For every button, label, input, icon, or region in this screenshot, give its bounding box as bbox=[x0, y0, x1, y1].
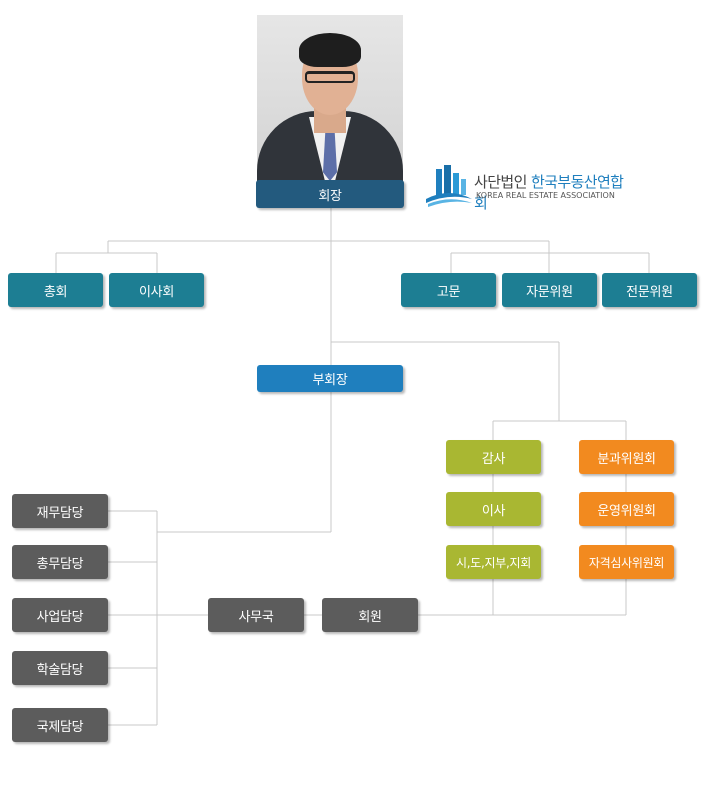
advisor-box: 고문 bbox=[401, 273, 496, 307]
director-box: 이사 bbox=[446, 492, 541, 526]
board-of-directors-box: 이사회 bbox=[109, 273, 204, 307]
logo-korean-name: 사단법인 한국부동산연합회 bbox=[474, 173, 624, 212]
association-logo: 사단법인 한국부동산연합회 KOREA REAL ESTATE ASSOCIAT… bbox=[424, 163, 634, 212]
steering-committee-box: 운영위원회 bbox=[579, 492, 674, 526]
logo-english-name: KOREA REAL ESTATE ASSOCIATION bbox=[476, 191, 615, 200]
regional-branches-box: 시,도,지부,지회 bbox=[446, 545, 541, 579]
chairman-photo bbox=[257, 15, 403, 181]
photo-glasses bbox=[305, 71, 355, 83]
members-box: 회원 bbox=[322, 598, 418, 632]
vice-chairman-box: 부회장 bbox=[257, 365, 403, 392]
expert-committee-box: 전문위원 bbox=[602, 273, 697, 307]
subcommittee-box: 분과위원회 bbox=[579, 440, 674, 474]
qualification-committee-box: 자격심사위원회 bbox=[579, 545, 674, 579]
general-assembly-box: 총회 bbox=[8, 273, 103, 307]
auditor-box: 감사 bbox=[446, 440, 541, 474]
international-dept-box: 국제담당 bbox=[12, 708, 108, 742]
finance-dept-box: 재무담당 bbox=[12, 494, 108, 528]
photo-tie bbox=[323, 123, 337, 181]
advisory-committee-box: 자문위원 bbox=[502, 273, 597, 307]
photo-hair bbox=[299, 33, 361, 67]
business-dept-box: 사업담당 bbox=[12, 598, 108, 632]
chairman-box: 회장 bbox=[256, 180, 404, 208]
secretariat-box: 사무국 bbox=[208, 598, 304, 632]
academic-dept-box: 학술담당 bbox=[12, 651, 108, 685]
building-logo-icon bbox=[426, 165, 472, 207]
general-affairs-dept-box: 총무담당 bbox=[12, 545, 108, 579]
